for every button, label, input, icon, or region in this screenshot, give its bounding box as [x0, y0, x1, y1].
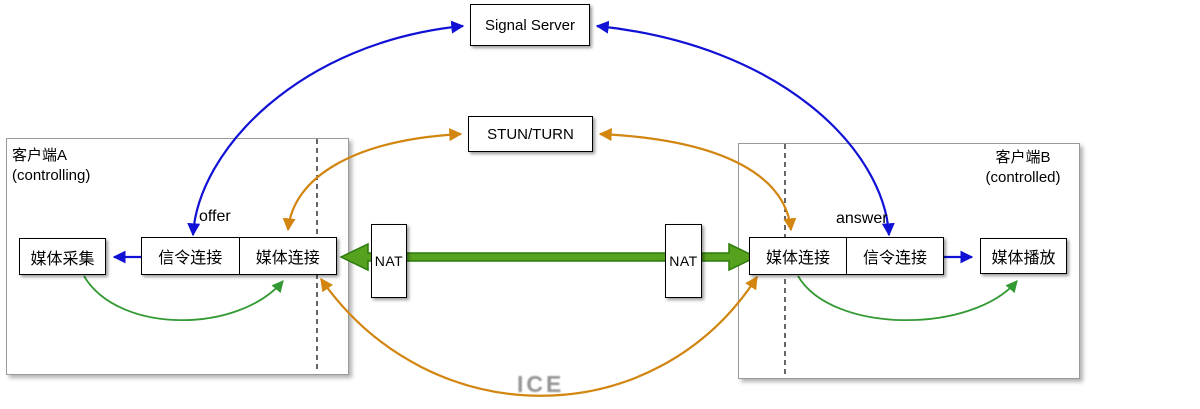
offer-label: offer	[199, 208, 231, 225]
nat-a-label: NAT	[374, 253, 404, 269]
client-b-title-line: 客户端B	[995, 149, 1051, 166]
client-b-signaling-label: 信令连接	[862, 250, 927, 267]
stun-link-b-curve	[598, 128, 797, 232]
media-playback-label: 媒体播放	[991, 250, 1056, 267]
client-a-signaling-label: 信令连接	[158, 250, 223, 267]
capture-to-media-curve	[83, 275, 284, 321]
client-b-connection-group: 媒体连接 信令连接	[749, 237, 944, 275]
client-a-connection-group: 信令连接 媒体连接	[141, 237, 337, 275]
media-to-playback-curve	[797, 275, 1018, 321]
signal-server-label: Signal Server	[484, 16, 576, 34]
nat-b-label: NAT	[669, 253, 698, 269]
faint-watermark-text: ICE	[517, 371, 565, 397]
nat-b-node: NAT	[665, 224, 702, 298]
signal-server-node: Signal Server	[470, 4, 590, 46]
signaling-link-b-curve	[595, 20, 895, 237]
client-a-title-line: 客户端A	[12, 147, 68, 164]
media-capture-label: 媒体采集	[30, 250, 95, 268]
media-capture-node: 媒体采集	[19, 238, 106, 275]
stun-link-a-curve	[282, 128, 463, 232]
media-playback-node: 媒体播放	[980, 238, 1067, 274]
client-b-media-node: 媒体连接	[750, 238, 846, 274]
client-b-subtitle-line: (controlled)	[985, 169, 1061, 186]
client-b-media-label: 媒体连接	[765, 250, 830, 267]
client-a-subtitle-line: (controlling)	[12, 167, 91, 184]
relay-media-curve	[320, 275, 758, 397]
nat-a-node: NAT	[371, 224, 407, 298]
answer-label: answer	[836, 210, 888, 227]
client-a-signaling-node: 信令连接	[142, 238, 239, 274]
client-b-title: 客户端B (controlled)	[963, 148, 1083, 188]
stun-turn-node: STUN/TURN	[468, 116, 593, 152]
client-a-title: 客户端A (controlling)	[12, 146, 90, 186]
stun-turn-label: STUN/TURN	[487, 125, 574, 143]
client-b-signaling-node: 信令连接	[846, 238, 943, 274]
client-a-media-label: 媒体连接	[255, 250, 320, 267]
signaling-link-a-curve	[187, 20, 465, 237]
client-a-media-node: 媒体连接	[238, 238, 337, 274]
